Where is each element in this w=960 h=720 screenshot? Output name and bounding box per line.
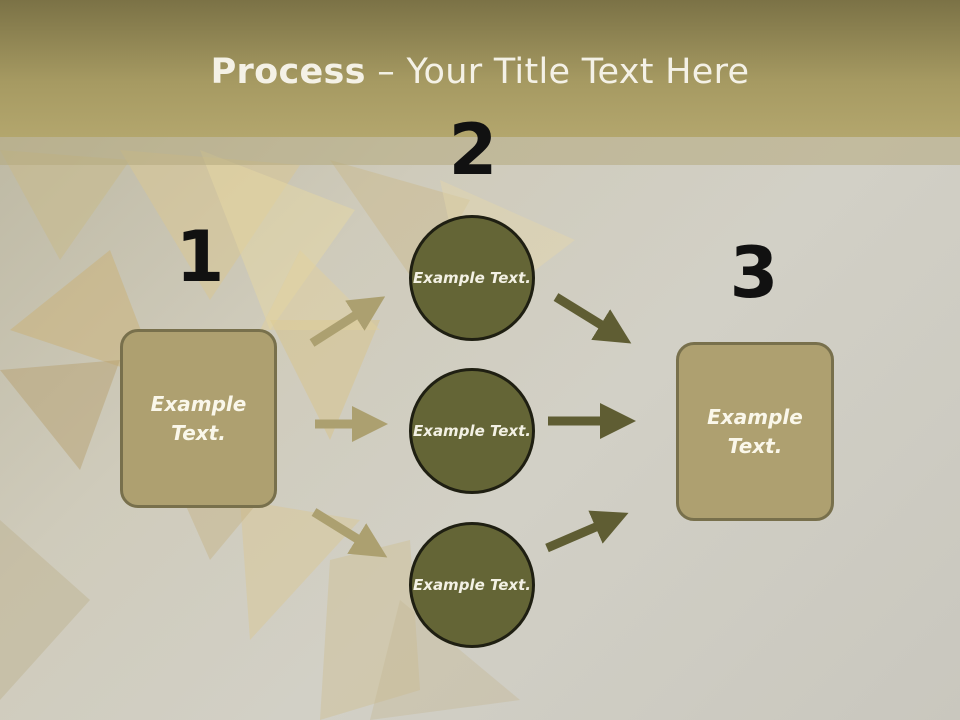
title-rest: – Your Title Text Here <box>365 52 750 92</box>
arrow-left-to-top <box>309 296 386 347</box>
step-number-3: 3 <box>729 232 779 314</box>
right-process-box: Example Text. <box>676 342 834 521</box>
arrow-bottom-to-right <box>545 510 629 553</box>
bottom-process-circle: Example Text. <box>409 522 535 648</box>
left-process-box: Example Text. <box>120 329 277 508</box>
step-number-1: 1 <box>175 216 225 298</box>
title-bar <box>0 0 960 137</box>
slide-title: Process – Your Title Text Here <box>0 52 960 92</box>
title-bold: Process <box>210 52 366 92</box>
top-process-circle: Example Text. <box>409 215 535 341</box>
title-strip <box>0 137 960 165</box>
step-number-2: 2 <box>448 109 498 191</box>
arrow-left-to-bottom <box>311 508 388 558</box>
arrow-top-to-right <box>553 293 632 344</box>
middle-process-circle: Example Text. <box>409 368 535 494</box>
